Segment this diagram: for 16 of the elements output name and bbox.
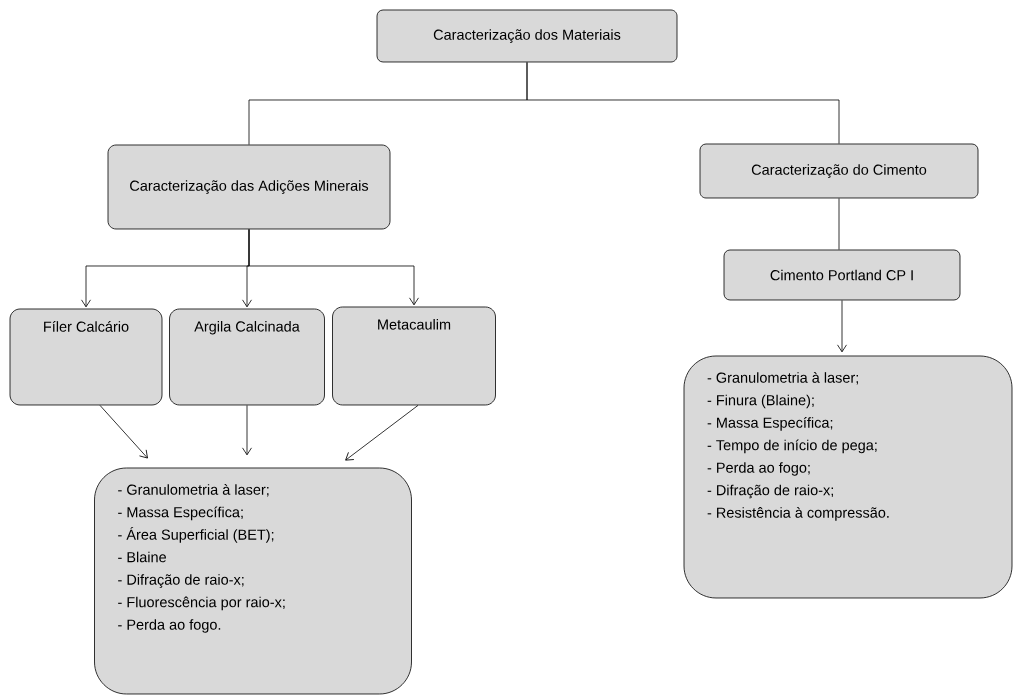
material-box: Metacaulim <box>332 306 496 406</box>
material-box: Argila Calcinada <box>169 308 325 406</box>
process-box: Caracterização do Cimento <box>699 143 979 199</box>
arrow <box>99 405 148 459</box>
process-box: Cimento Portland CP I <box>723 249 961 301</box>
title-box: Caracterização dos Materiais <box>376 9 678 63</box>
test-list-box: - Granulometria à laser; - Massa Específica; - Área Superficial (BET); - Blaine - Difração de raio-x; - Fluorescência por raio-x; - Perda ao fogo. <box>94 467 412 695</box>
arrow <box>345 405 419 461</box>
connector-line <box>838 198 840 250</box>
arrow <box>837 300 847 353</box>
arrow <box>242 405 252 456</box>
connector-line <box>526 62 840 144</box>
test-list-box: - Granulometria à laser; - Finura (Blaine); - Massa Específica; - Tempo de início de pega; - Perda ao fogo; - Difração de raio-x; - Resistência à compressão. <box>683 355 1013 599</box>
arrow <box>248 229 419 306</box>
process-box: Caracterização das Adições Minerais <box>107 144 391 230</box>
material-box: Fíler Calcário <box>9 308 163 406</box>
